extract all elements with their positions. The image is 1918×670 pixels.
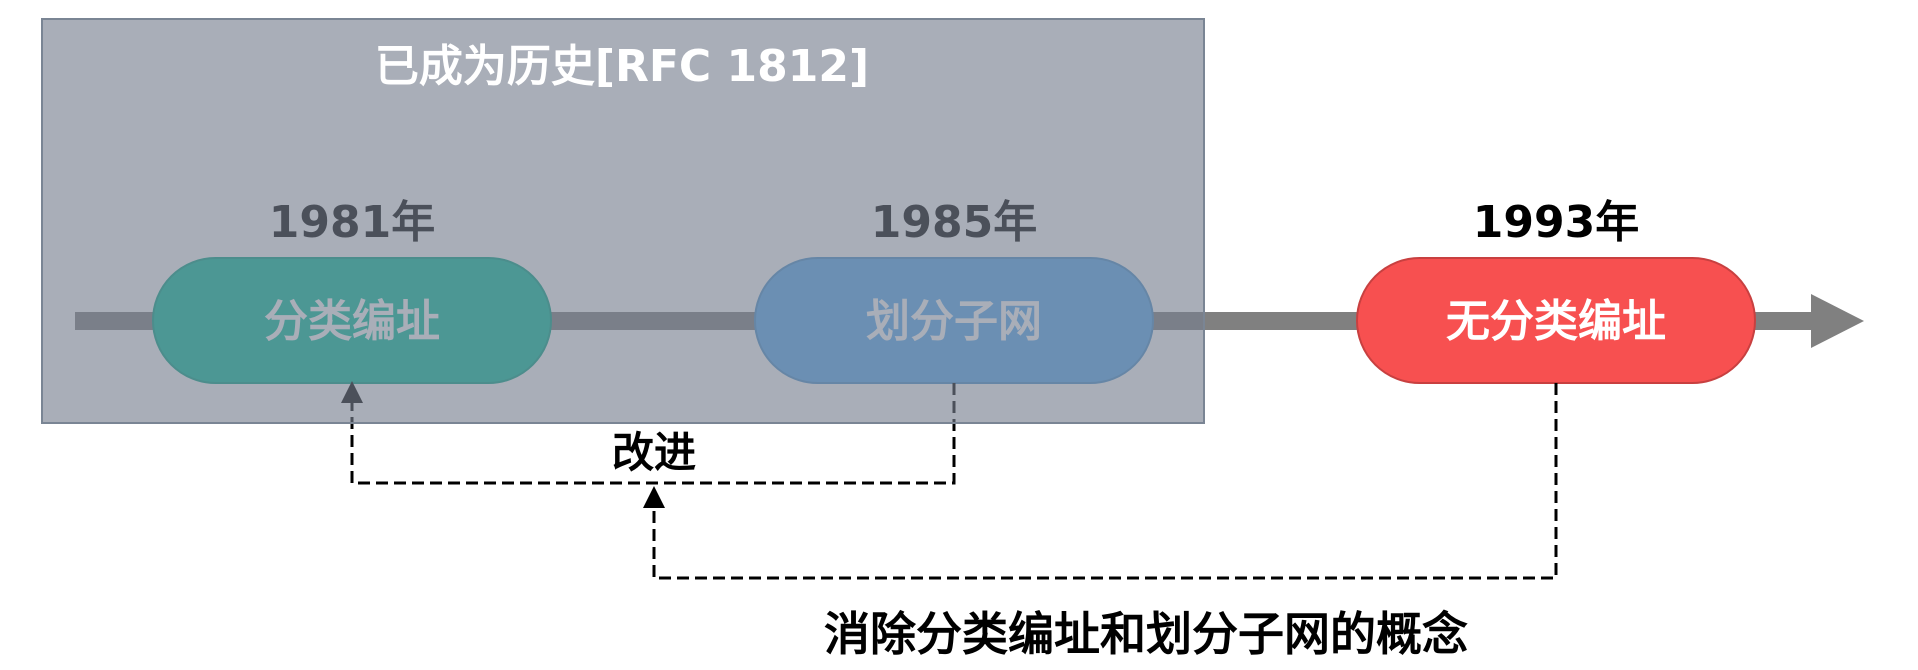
timeline-arrowhead-icon [1811, 294, 1864, 348]
relation-label-improve: 改进 [612, 428, 696, 477]
history-box [41, 18, 1205, 424]
dashed-connector [350, 383, 956, 485]
milestone-1993[interactable]: 无分类编址 1993年 [1356, 197, 1756, 384]
arrow-up-icon [643, 486, 665, 508]
milestone-label: 无分类编址 [1446, 296, 1666, 347]
milestone-year: 1993年 [1473, 197, 1639, 248]
history-box-title: 已成为历史[RFC 1812] [375, 41, 869, 92]
dashed-connector [652, 383, 1558, 580]
relation-eliminate [643, 383, 1558, 580]
relation-label-eliminate: 消除分类编址和划分子网的概念 [824, 607, 1468, 661]
